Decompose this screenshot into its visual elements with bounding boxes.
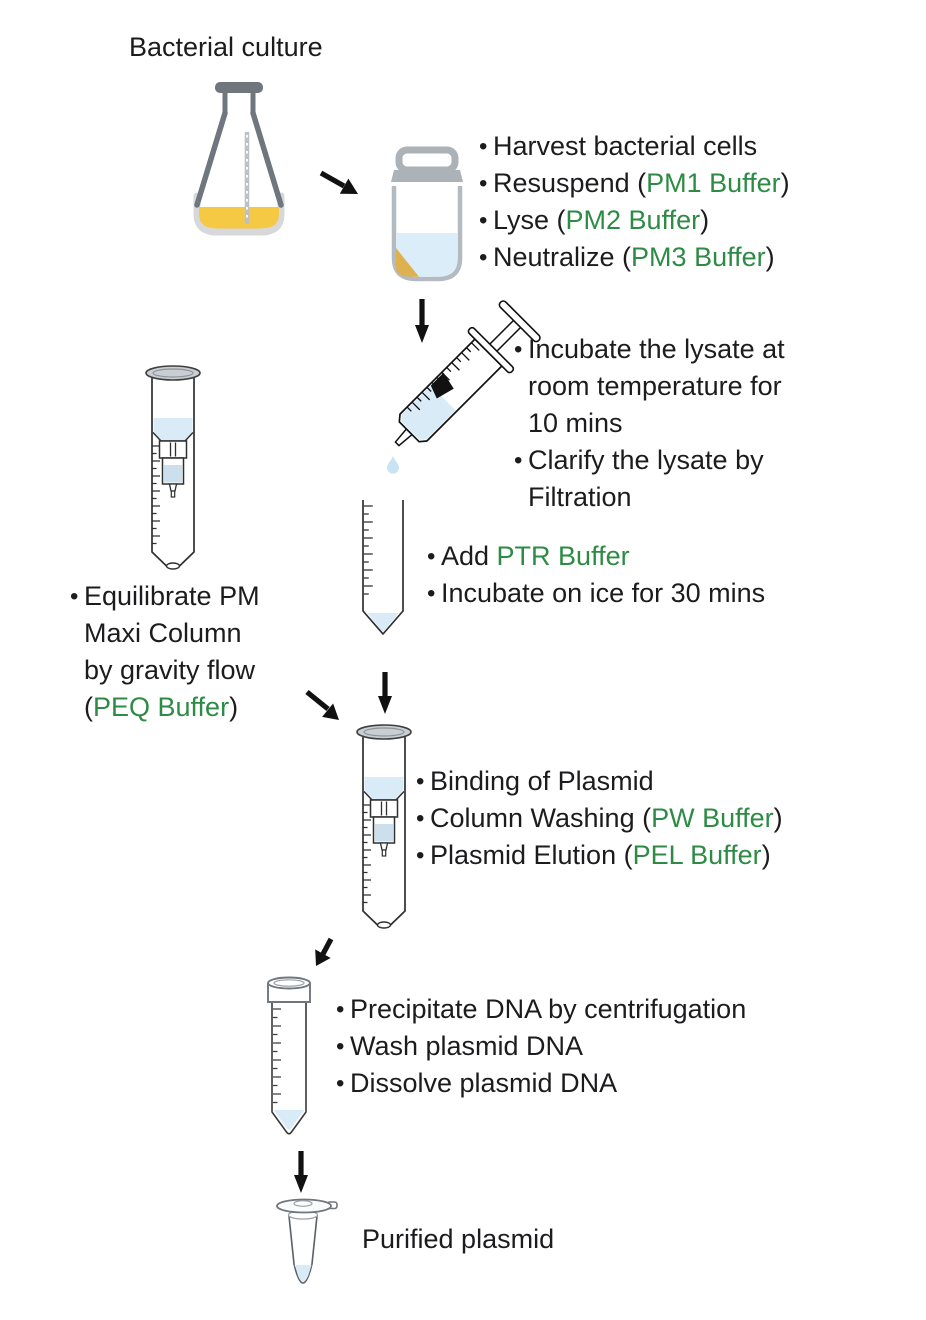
- list-item: • Incubate the lysate at: [514, 331, 785, 368]
- bullet-icon: •: [70, 583, 79, 610]
- bullet-icon: •: [479, 170, 488, 197]
- bullet-icon: •: [416, 842, 425, 869]
- list-item: • Resuspend (PM1 Buffer): [479, 165, 790, 202]
- lysis-steps-list: • Harvest bacterial cells • Resuspend (P…: [479, 128, 790, 276]
- list-item: • Harvest bacterial cells: [479, 128, 790, 165]
- bullet-icon: •: [416, 805, 425, 832]
- bullet-icon: •: [514, 447, 523, 474]
- list-item: • Plasmid Elution (PEL Buffer): [416, 837, 783, 874]
- list-item: • Dissolve plasmid DNA: [336, 1065, 746, 1102]
- page-title: Bacterial culture: [129, 32, 323, 62]
- ptr-steps-list: • Add PTR Buffer • Incubate on ice for 3…: [427, 538, 765, 612]
- list-item: • Clarify the lysate by: [514, 442, 785, 479]
- spin-column-equilibrate-icon: [145, 365, 201, 570]
- list-item: • Equilibrate PM: [70, 578, 260, 615]
- arrow-left-down-icon: [315, 937, 334, 966]
- list-item: • Wash plasmid DNA: [336, 1028, 746, 1065]
- list-item: • Neutralize (PM3 Buffer): [479, 239, 790, 276]
- final-label: Purified plasmid: [362, 1224, 555, 1254]
- drop-icon: [387, 455, 399, 474]
- clarify-steps-list: • Incubate the lysate at room temperatur…: [514, 331, 785, 516]
- arrow-down-icon: [415, 299, 429, 343]
- arrow-down-icon: [378, 672, 392, 714]
- list-item: • Add PTR Buffer: [427, 538, 765, 575]
- arrow-right-down-icon: [319, 170, 358, 194]
- list-item: • Incubate on ice for 30 mins: [427, 575, 765, 612]
- bullet-icon: •: [479, 133, 488, 160]
- equilibrate-steps-list: • Equilibrate PM Maxi Column by gravity …: [70, 578, 260, 726]
- bullet-icon: •: [416, 768, 425, 795]
- bullet-icon: •: [514, 336, 523, 363]
- arrow-down-icon: [294, 1151, 308, 1193]
- microcentrifuge-tube-icon: [276, 1198, 338, 1284]
- bullet-icon: •: [479, 244, 488, 271]
- bullet-icon: •: [479, 207, 488, 234]
- conical-tube-icon: [362, 500, 404, 635]
- bullet-icon: •: [427, 580, 436, 607]
- bullet-icon: •: [427, 543, 436, 570]
- falcon-tube-icon: [267, 976, 311, 1135]
- bullet-icon: •: [336, 996, 345, 1023]
- binding-steps-list: • Binding of Plasmid • Column Washing (P…: [416, 763, 783, 874]
- bullet-icon: •: [336, 1033, 345, 1060]
- arrow-right-down-icon: [305, 689, 339, 720]
- bottle-icon: [391, 146, 463, 282]
- list-item: • Column Washing (PW Buffer): [416, 800, 783, 837]
- recovery-steps-list: • Precipitate DNA by centrifugation • Wa…: [336, 991, 746, 1102]
- bullet-icon: •: [336, 1070, 345, 1097]
- list-item: • Precipitate DNA by centrifugation: [336, 991, 746, 1028]
- spin-column-binding-icon: [356, 724, 412, 929]
- list-item: • Binding of Plasmid: [416, 763, 783, 800]
- flask-icon: [193, 82, 285, 236]
- syringe-icon: [394, 300, 541, 447]
- list-item: • Lyse (PM2 Buffer): [479, 202, 790, 239]
